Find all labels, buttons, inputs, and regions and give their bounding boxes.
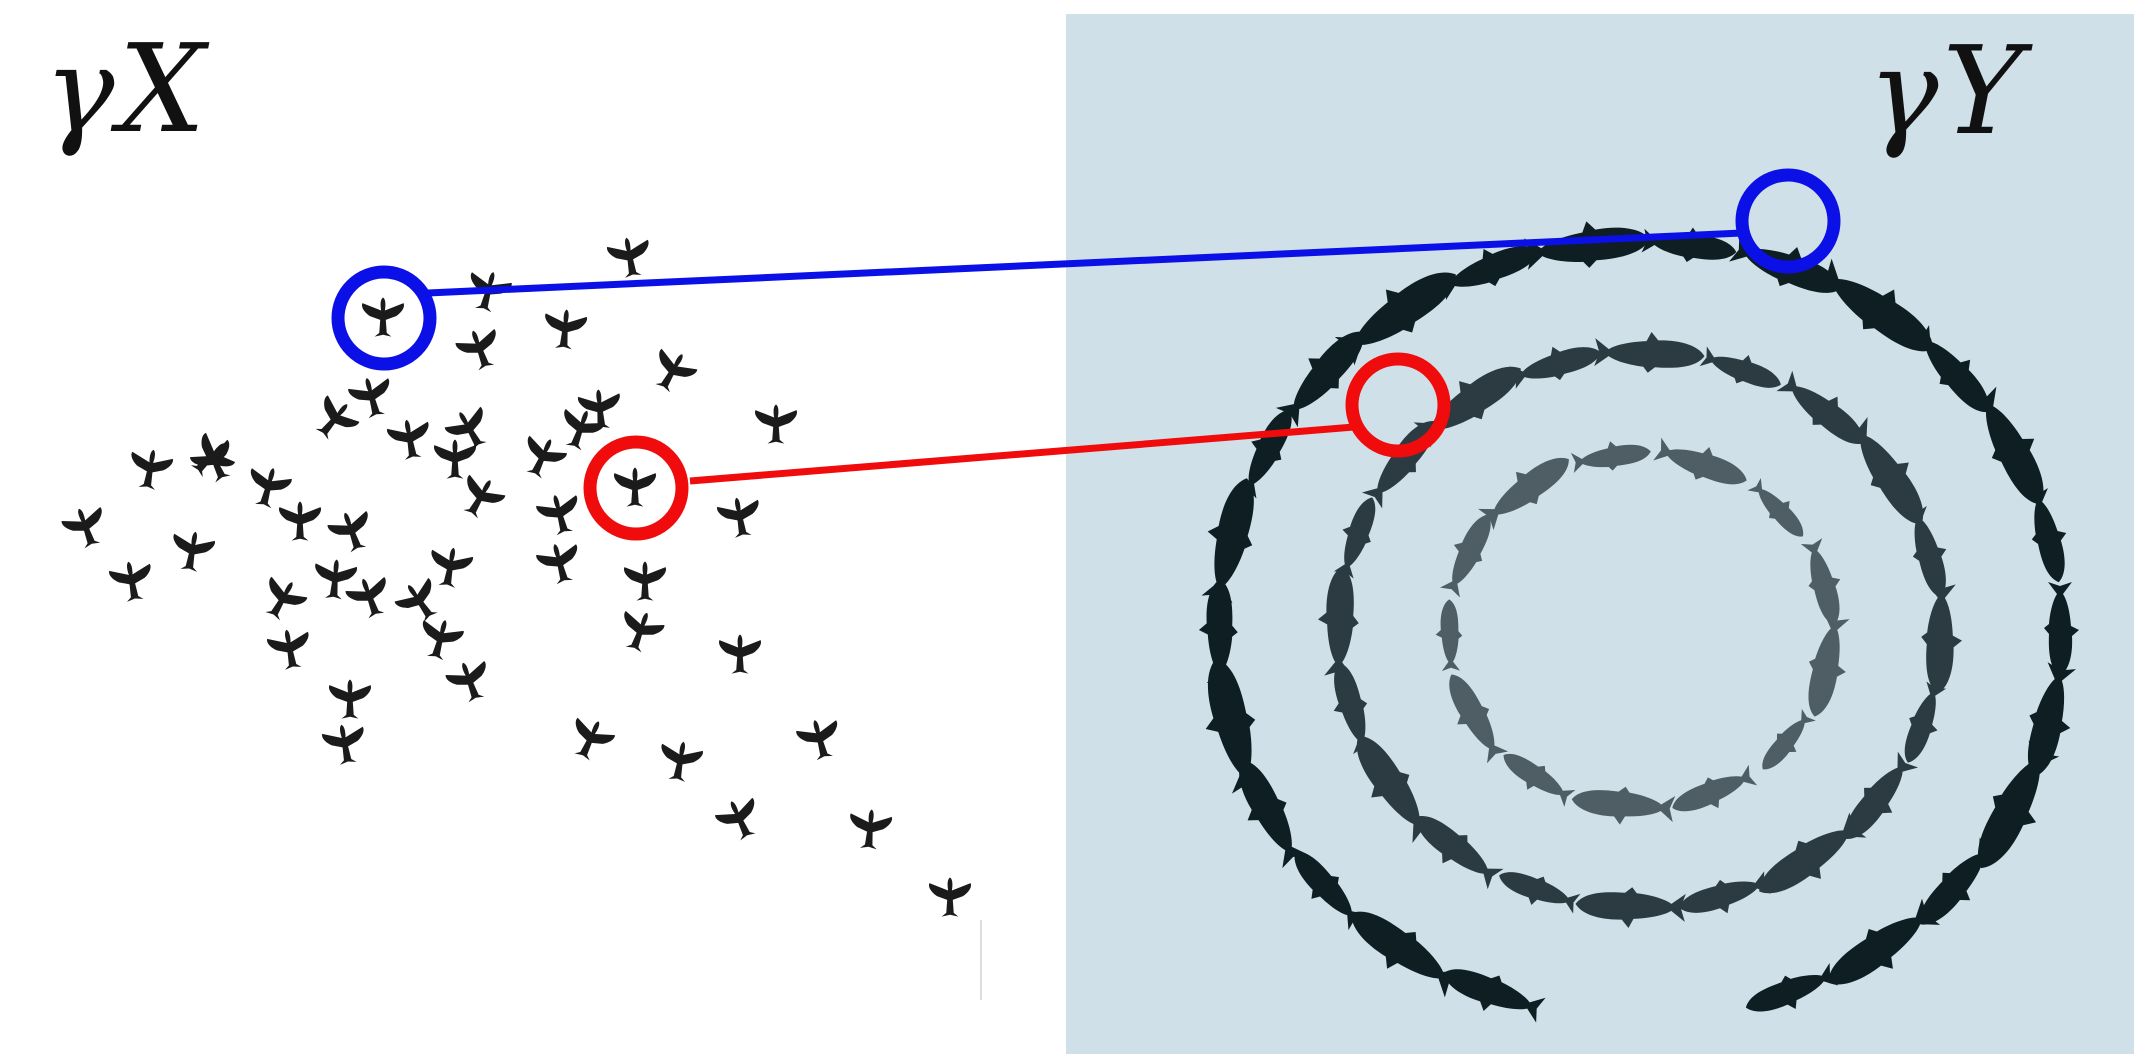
bird-silhouette-icon bbox=[715, 494, 764, 541]
bird-silhouette-icon bbox=[346, 372, 398, 422]
bird-silhouette-icon bbox=[847, 807, 893, 851]
bird-silhouette-icon bbox=[278, 501, 322, 541]
bird-silhouette-icon bbox=[343, 571, 397, 623]
bird-silhouette-icon bbox=[613, 605, 667, 657]
bird-silhouette-icon bbox=[453, 323, 507, 375]
blue-connector-line bbox=[427, 229, 1743, 297]
correspondence-blue bbox=[331, 168, 1841, 371]
bird-silhouette-icon bbox=[534, 489, 586, 539]
bird-silhouette-icon bbox=[563, 712, 618, 766]
bird-silhouette-icon bbox=[391, 573, 448, 630]
blue-marker-target bbox=[1735, 168, 1841, 274]
space-x-symbol: X bbox=[118, 18, 206, 160]
bird-silhouette-icon bbox=[712, 792, 767, 846]
source-space-label: γX bbox=[44, 28, 205, 150]
bird-silhouette-icon bbox=[718, 634, 762, 674]
bird-silhouette-icon bbox=[542, 307, 588, 351]
bird-silhouette-icon bbox=[534, 538, 586, 588]
bird-silhouette-icon bbox=[794, 714, 846, 764]
bird-silhouette-icon bbox=[254, 571, 311, 627]
bird-silhouette-icon bbox=[265, 626, 314, 673]
red-connector-line bbox=[689, 423, 1355, 485]
bird-silhouette-icon bbox=[168, 528, 217, 575]
bird-silhouette-icon bbox=[644, 343, 701, 399]
red-marker-source bbox=[583, 435, 689, 541]
bird-silhouette-icon bbox=[515, 430, 570, 484]
frame-edge bbox=[980, 920, 982, 1000]
bird-silhouette-icon bbox=[107, 558, 156, 605]
bird-flock bbox=[59, 234, 972, 917]
bird-silhouette-icon bbox=[320, 721, 369, 768]
bird-silhouette-icon bbox=[305, 390, 364, 448]
bird-silhouette-icon bbox=[361, 297, 405, 337]
bird-silhouette-icon bbox=[59, 501, 113, 553]
bird-silhouette-icon bbox=[242, 462, 294, 512]
bird-silhouette-icon bbox=[928, 877, 972, 917]
bird-silhouette-icon bbox=[443, 655, 497, 707]
blue-marker-source bbox=[331, 265, 437, 371]
bird-silhouette-icon bbox=[126, 446, 175, 493]
bird-silhouette-icon bbox=[613, 467, 657, 507]
bird-silhouette-icon bbox=[325, 505, 379, 557]
bird-silhouette-icon bbox=[328, 679, 372, 719]
bird-silhouette-icon bbox=[754, 404, 798, 444]
target-space-label: γY bbox=[1868, 30, 2023, 152]
bird-silhouette-icon bbox=[414, 614, 466, 664]
bird-silhouette-icon bbox=[385, 416, 434, 463]
bird-silhouette-icon bbox=[656, 738, 705, 785]
bird-silhouette-icon bbox=[426, 544, 475, 591]
bird-silhouette-icon bbox=[623, 561, 667, 601]
space-y-symbol: Y bbox=[1942, 20, 2024, 162]
red-marker-target bbox=[1345, 352, 1451, 458]
gamma-symbol: γ bbox=[44, 21, 115, 159]
bird-silhouette-icon bbox=[605, 234, 654, 281]
correspondence-red bbox=[583, 352, 1451, 541]
gamma-symbol: γ bbox=[1868, 23, 1939, 161]
bird-silhouette-icon bbox=[433, 439, 477, 479]
